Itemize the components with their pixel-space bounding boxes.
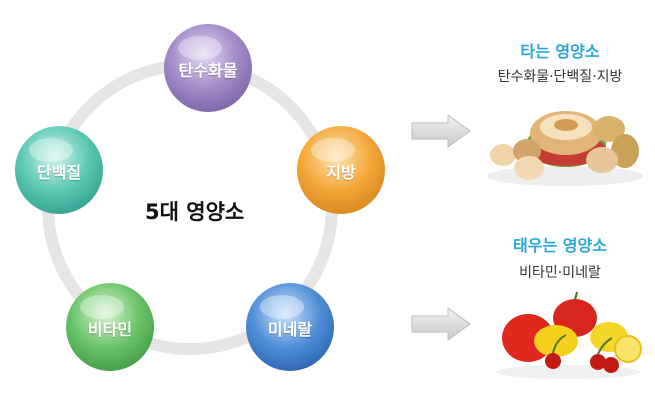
node-protein [15,126,103,214]
node-label-fat: 지방 [326,163,356,182]
arrow-right-icon [411,307,471,341]
node-carb [164,24,252,112]
arrow-right-icon [411,114,471,148]
node-label-mineral: 미네랄 [267,320,313,339]
node-mineral [246,283,334,371]
node-fat [297,126,385,214]
nonburning-group-title: 태우는 영양소 [513,236,607,255]
node-label-vitamin: 비타민 [87,320,133,339]
node-vitamin [66,283,154,371]
food-sandwich-eggs-icon [487,111,643,186]
burning-group-subtitle: 탄수화물·단백질·지방 [497,69,623,85]
nonburning-group-subtitle: 비타민·미네랄 [519,265,601,281]
diagram-center-label: 5대 영양소 [145,200,245,224]
node-label-protein: 단백질 [36,163,82,182]
food-fruits-icon [496,291,642,379]
node-label-carb: 탄수화물 [178,61,238,80]
burning-group-title: 타는 영양소 [520,42,600,61]
